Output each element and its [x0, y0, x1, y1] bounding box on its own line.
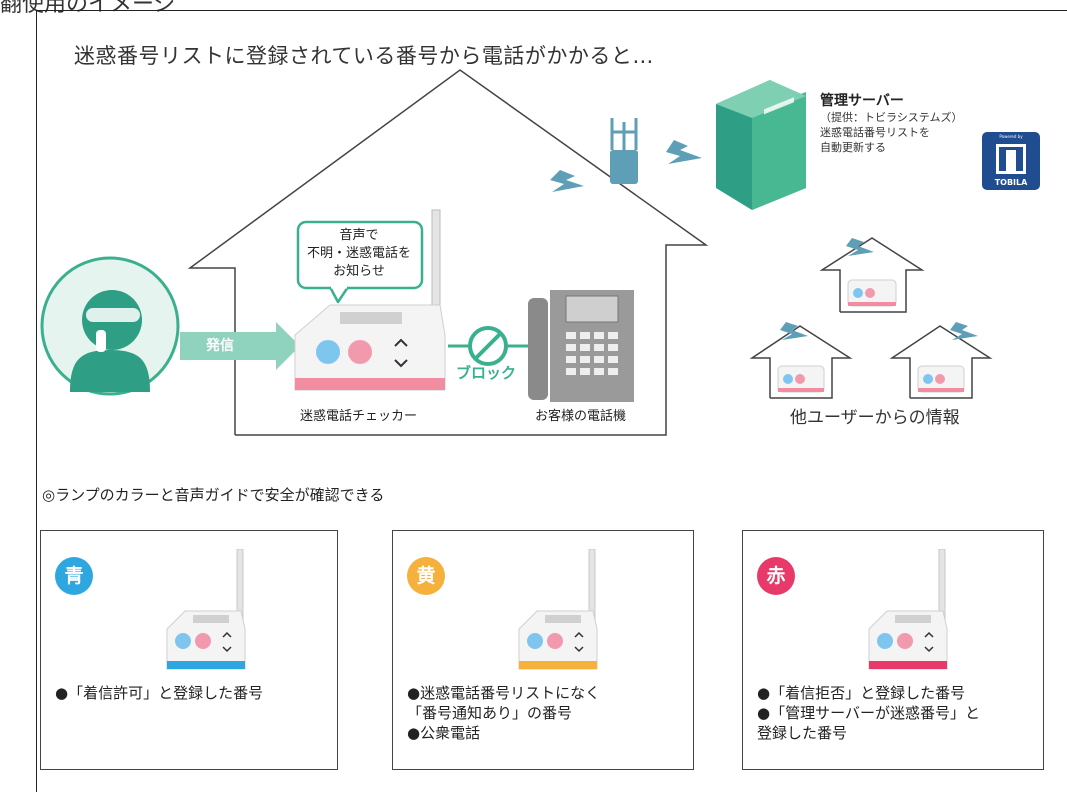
- headline: 迷惑番号リストに登録されている番号から電話がかかると…: [74, 44, 654, 68]
- call-label: 発信: [206, 338, 234, 354]
- checker-device-icon: [518, 549, 598, 670]
- lamp-badge: 黄: [407, 557, 445, 595]
- server-description: （提供：トビラシステムズ） 迷惑電話番号リストを 自動更新する: [820, 111, 963, 154]
- other-users-label: 他ユーザーからの情報: [790, 408, 960, 428]
- desc-line: ●迷惑電話番号リストになく: [407, 684, 601, 702]
- house-outline: [187, 69, 709, 436]
- desc-line: 「番号通知あり」の番号: [407, 704, 573, 722]
- speech-bubble-text: 音声で 不明・迷惑電話を お知らせ: [306, 228, 411, 279]
- desc-line: ●公衆電話: [407, 724, 481, 742]
- speech-bubble: [296, 220, 424, 304]
- signal-bolt-left: [550, 170, 584, 192]
- desc-line: ●「着信拒否」と登録した番号: [757, 684, 966, 702]
- logo-powered-text: Powered by: [999, 134, 1023, 139]
- phone-label: お客様の電話機: [535, 409, 627, 424]
- desc-line: ●「管理サーバーが迷惑番号」と: [757, 704, 980, 722]
- tobila-logo: Powered by TOBILA: [982, 132, 1040, 190]
- lamp-section-title: ◎ランプのカラーと音声ガイドで安全が確認できる: [42, 486, 385, 504]
- other-user-houses: [749, 237, 993, 399]
- mini-device-left: [777, 365, 825, 393]
- signal-bolt-house-left: [780, 322, 808, 340]
- checker-device-main: [294, 209, 446, 391]
- checker-label: 迷惑電話チェッカー: [300, 409, 418, 424]
- checker-device-icon: [166, 549, 246, 670]
- desc-line: 登録した番号: [757, 724, 848, 742]
- mini-device-right: [917, 365, 965, 393]
- server-icon: [716, 80, 806, 210]
- logo-mark-icon: [996, 144, 1026, 174]
- lamp-card-description: ●迷惑電話番号リストになく 「番号通知あり」の番号 ●公衆電話: [407, 683, 600, 743]
- customer-phone: [528, 290, 634, 402]
- block-label: ブロック: [456, 364, 517, 382]
- call-arrow: [180, 322, 300, 370]
- logo-bar: [1006, 150, 1016, 172]
- signal-bolt-right: [666, 140, 702, 164]
- lamp-strip: [519, 661, 597, 669]
- caller-icon: [40, 256, 180, 396]
- lamp-card-yellow: 黄 ●迷惑電話番号リストになく 「番号通知あり」の番号 ●公衆電話: [392, 530, 694, 770]
- lamp-card-description: ●「着信拒否」と登録した番号 ●「管理サーバーが迷惑番号」と 登録した番号: [757, 683, 980, 743]
- diagram-frame: [36, 10, 1067, 792]
- top-caption: 翻使用のイメージ: [0, 0, 176, 17]
- lamp-badge: 青: [55, 557, 93, 595]
- signal-bolt-house-top: [846, 238, 874, 256]
- signal-bolt-house-right: [950, 322, 978, 340]
- lamp-card-description: ●「着信許可」と登録した番号: [55, 683, 263, 703]
- mini-device-top: [847, 279, 897, 307]
- block-sign: [448, 326, 530, 366]
- lamp-badge: 赤: [757, 557, 795, 595]
- lamp-strip: [167, 661, 245, 669]
- logo-name: TOBILA: [994, 178, 1028, 187]
- lamp-card-blue: 青 ●「着信許可」と登録した番号: [40, 530, 338, 770]
- checker-device-icon: [868, 549, 948, 670]
- antenna-icon: [610, 118, 638, 184]
- server-name: 管理サーバー: [820, 93, 904, 109]
- lamp-card-red: 赤 ●「着信拒否」と登録した番号 ●「管理サーバーが迷惑番号」と 登録した番号: [742, 530, 1044, 770]
- lamp-strip: [869, 661, 947, 669]
- desc-line: ●「着信許可」と登録した番号: [55, 684, 264, 702]
